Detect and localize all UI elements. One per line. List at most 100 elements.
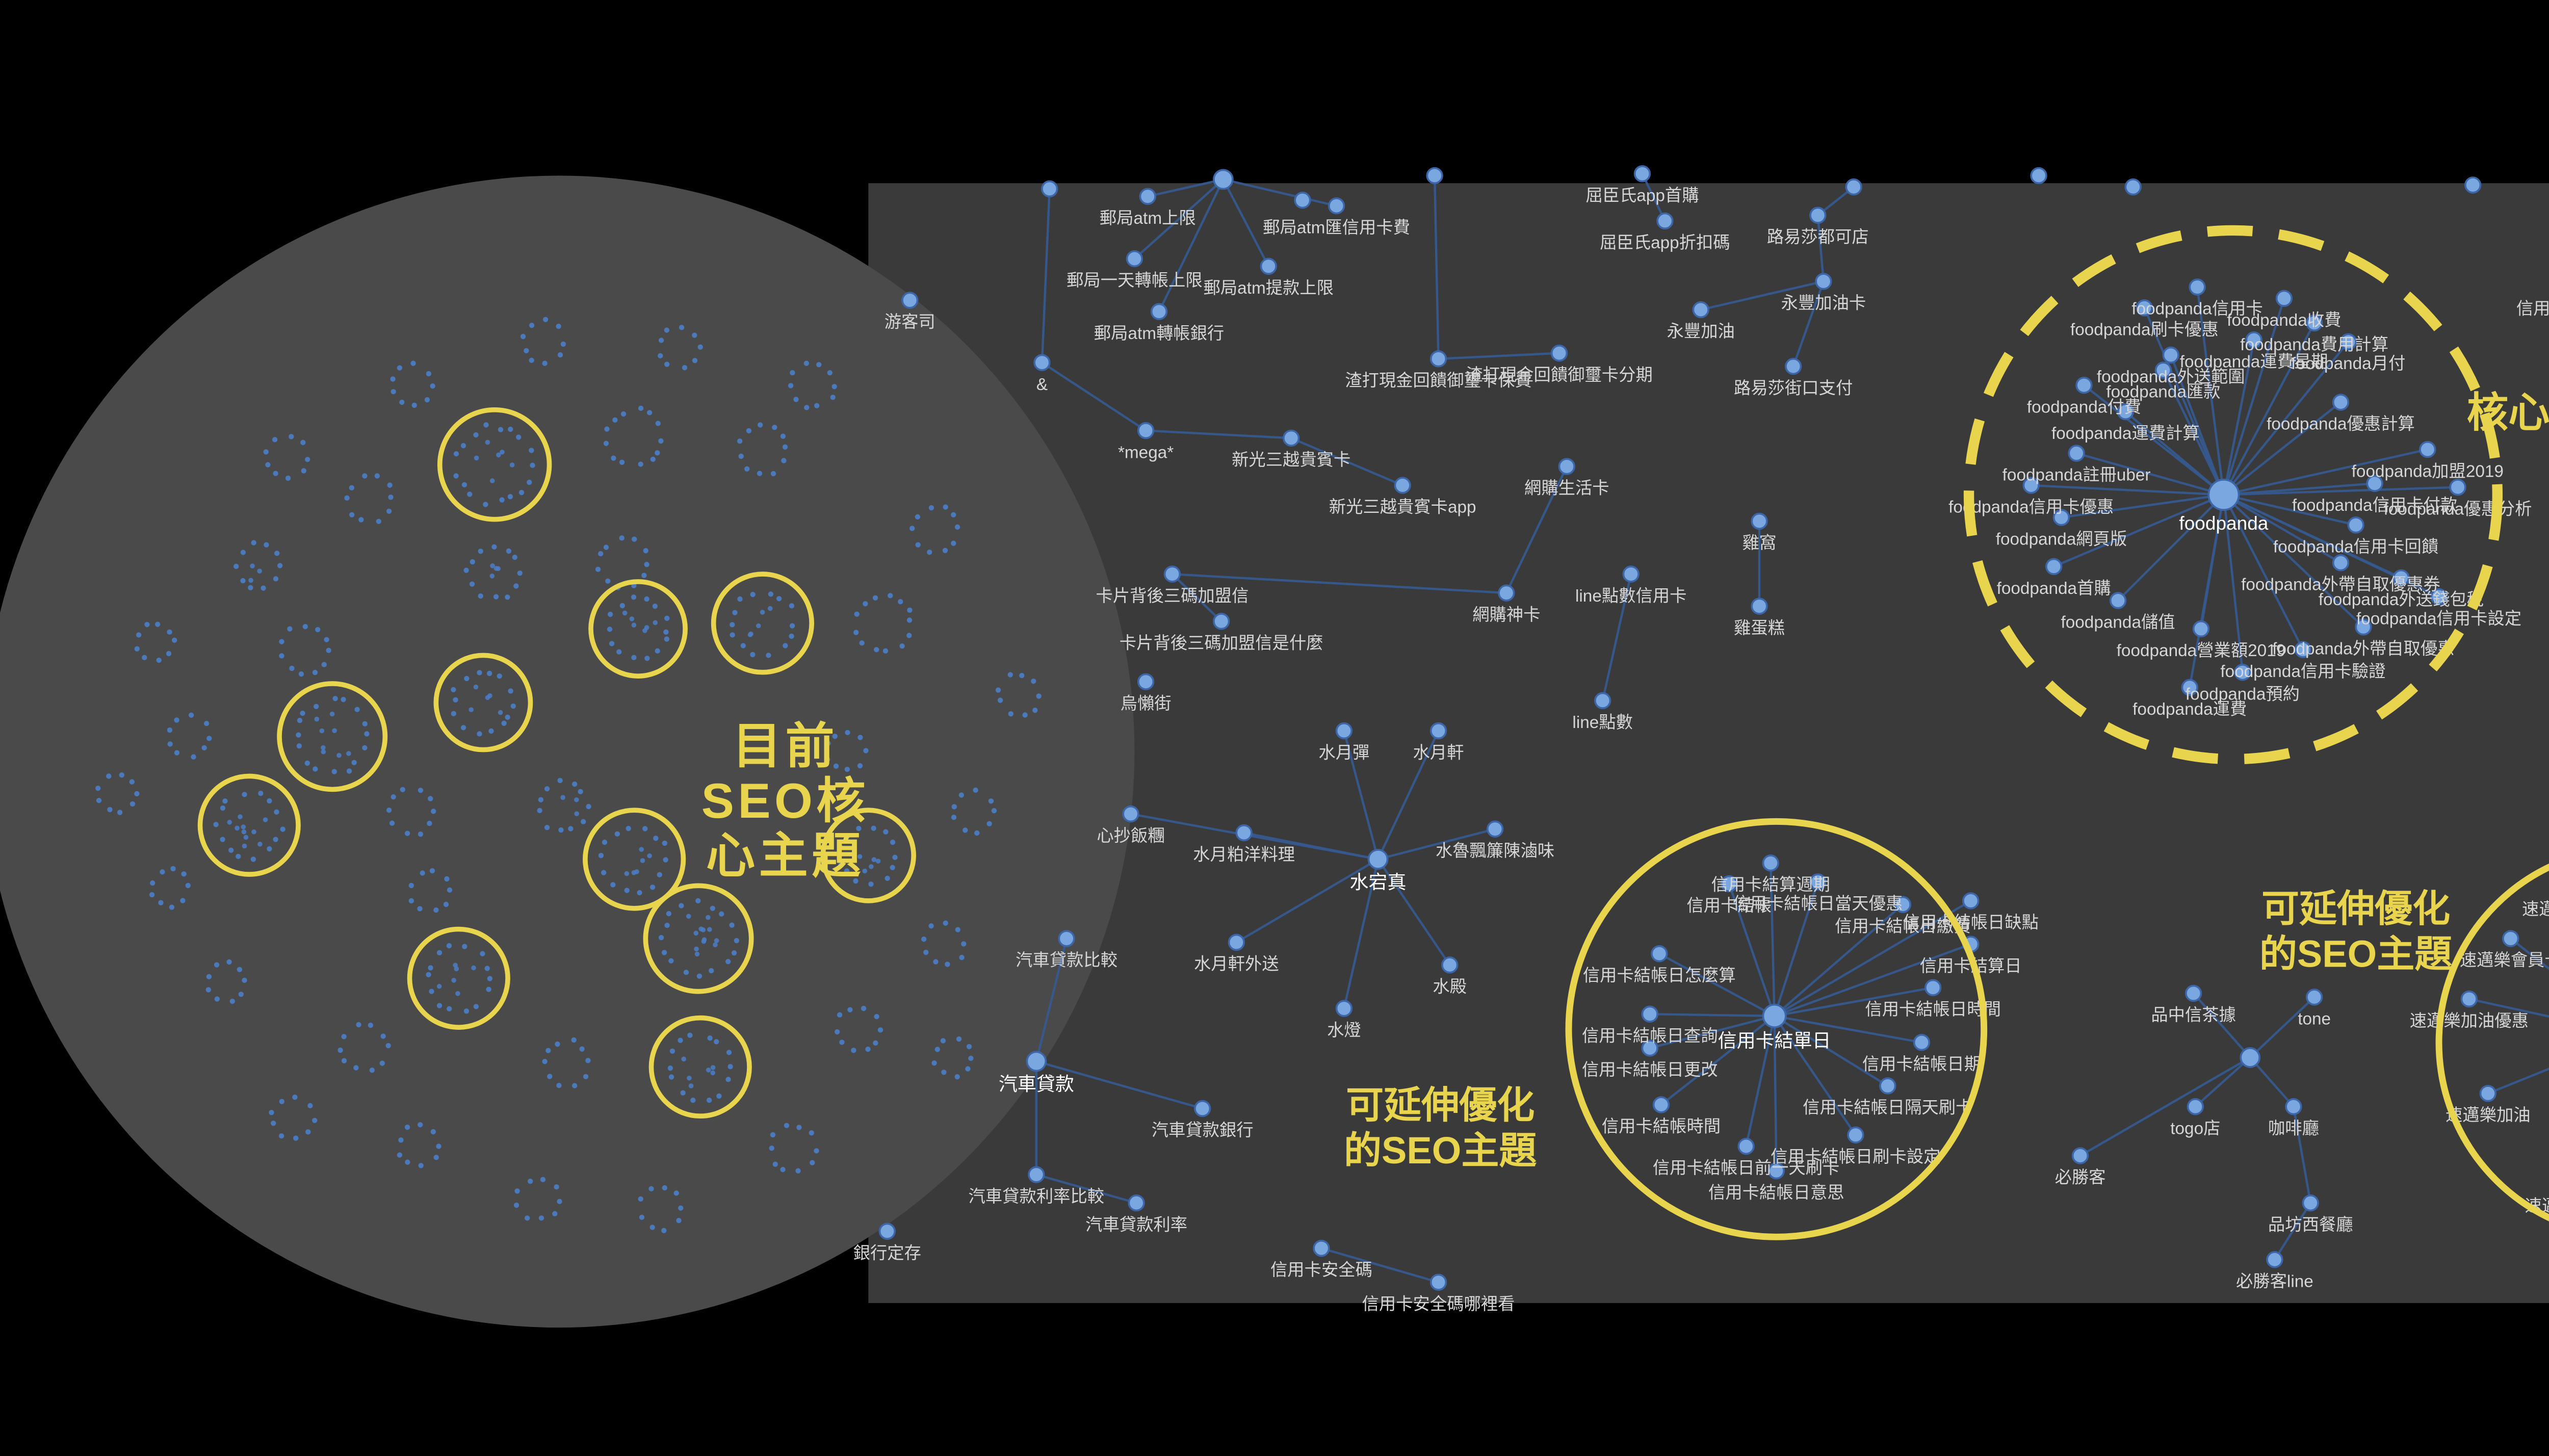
graph-node[interactable] — [1122, 805, 1139, 823]
graph-node[interactable] — [1313, 1239, 1330, 1257]
graph-node[interactable] — [1847, 1126, 1864, 1143]
graph-node[interactable] — [1213, 613, 1230, 630]
graph-node[interactable] — [1622, 565, 1640, 583]
graph-node[interactable] — [1394, 477, 1411, 494]
graph-node[interactable] — [2136, 299, 2153, 317]
graph-node[interactable] — [2234, 664, 2251, 681]
graph-node[interactable] — [1737, 1137, 1755, 1155]
graph-node[interactable] — [1845, 178, 1862, 196]
graph-node[interactable] — [1751, 597, 1768, 615]
graph-node[interactable] — [1367, 849, 1389, 870]
graph-node[interactable] — [2366, 475, 2383, 492]
graph-node[interactable] — [1767, 1162, 1785, 1180]
graph-node[interactable] — [2245, 331, 2262, 349]
graph-node[interactable] — [1762, 1003, 1787, 1028]
graph-node[interactable] — [901, 292, 919, 309]
graph-node[interactable] — [2460, 990, 2478, 1008]
graph-node[interactable] — [1651, 945, 1668, 963]
graph-node[interactable] — [1235, 824, 1253, 842]
graph-node[interactable] — [2187, 1098, 2204, 1115]
graph-node[interactable] — [1498, 584, 1515, 602]
graph-node[interactable] — [1656, 212, 1674, 230]
graph-node[interactable] — [2207, 479, 2240, 511]
graph-node[interactable] — [1751, 512, 1768, 530]
graph-node[interactable] — [2464, 176, 2482, 194]
graph-node[interactable] — [1294, 191, 1311, 209]
graph-node[interactable] — [878, 1223, 896, 1240]
graph-node[interactable] — [1426, 167, 1443, 185]
graph-node[interactable] — [2430, 588, 2448, 606]
graph-node[interactable] — [1558, 458, 1575, 475]
graph-node[interactable] — [1335, 1000, 1353, 1017]
graph-node[interactable] — [1328, 197, 1345, 215]
graph-node[interactable] — [1641, 1005, 1658, 1023]
graph-node[interactable] — [1228, 933, 1245, 951]
graph-node[interactable] — [1137, 422, 1155, 439]
graph-node[interactable] — [2294, 641, 2312, 658]
graph-node[interactable] — [2189, 278, 2206, 296]
graph-node[interactable] — [1550, 345, 1568, 362]
graph-node[interactable] — [2347, 516, 2364, 534]
graph-node[interactable] — [1335, 722, 1353, 740]
graph-node[interactable] — [1194, 1100, 1211, 1117]
graph-node[interactable] — [2045, 558, 2063, 575]
graph-node[interactable] — [2184, 984, 2202, 1002]
graph-node[interactable] — [2339, 333, 2357, 351]
graph-node[interactable] — [1041, 180, 1058, 198]
graph-node[interactable] — [1785, 357, 1802, 375]
graph-node[interactable] — [1213, 169, 1234, 190]
graph-node[interactable] — [1879, 1077, 1896, 1095]
graph-node[interactable] — [1429, 350, 1447, 368]
graph-node[interactable] — [1894, 896, 1912, 914]
graph-node[interactable] — [2332, 554, 2350, 571]
graph-node[interactable] — [2075, 377, 2093, 394]
graph-node[interactable] — [1641, 1039, 1658, 1057]
graph-node[interactable] — [1163, 565, 1181, 583]
graph-node[interactable] — [2052, 509, 2070, 526]
graph-node[interactable] — [1913, 1034, 1931, 1051]
graph-node[interactable] — [2154, 361, 2172, 379]
graph-node[interactable] — [1033, 354, 1051, 371]
graph-node[interactable] — [1139, 188, 1156, 205]
graph-node[interactable] — [2502, 930, 2519, 947]
graph-node[interactable] — [1429, 1273, 1447, 1291]
graph-node[interactable] — [2240, 1047, 2261, 1068]
graph-node[interactable] — [2305, 314, 2323, 332]
graph-node[interactable] — [1633, 165, 1651, 183]
graph-node[interactable] — [1260, 257, 1277, 275]
graph-node[interactable] — [2030, 167, 2047, 185]
graph-node[interactable] — [2305, 989, 2323, 1006]
graph-node[interactable] — [1441, 956, 1459, 974]
graph-node[interactable] — [1721, 875, 1738, 893]
graph-node[interactable] — [2285, 1098, 2302, 1115]
graph-node[interactable] — [2275, 290, 2293, 307]
graph-node[interactable] — [2124, 178, 2142, 196]
graph-node[interactable] — [2392, 569, 2410, 587]
graph-node[interactable] — [2162, 346, 2179, 364]
graph-node[interactable] — [1283, 429, 1300, 447]
graph-node[interactable] — [2449, 479, 2466, 496]
graph-node[interactable] — [1594, 692, 1611, 709]
graph-node[interactable] — [2355, 618, 2372, 636]
graph-node[interactable] — [1026, 1051, 1047, 1072]
graph-node[interactable] — [1692, 301, 1709, 319]
graph-node[interactable] — [2192, 620, 2210, 638]
graph-node[interactable] — [2181, 679, 2198, 696]
graph-node[interactable] — [2022, 477, 2040, 494]
graph-node[interactable] — [1126, 250, 1143, 268]
graph-node[interactable] — [1137, 673, 1155, 690]
graph-node[interactable] — [1128, 1194, 1145, 1212]
graph-node[interactable] — [2117, 403, 2135, 421]
graph-node[interactable] — [1652, 1096, 1670, 1113]
graph-node[interactable] — [1150, 303, 1168, 320]
graph-node[interactable] — [2068, 445, 2085, 462]
graph-node[interactable] — [2479, 1085, 2496, 1102]
graph-node[interactable] — [2419, 440, 2436, 458]
graph-node[interactable] — [2071, 1147, 2089, 1164]
graph-node[interactable] — [2332, 394, 2350, 411]
graph-node[interactable] — [2109, 592, 2127, 609]
graph-node[interactable] — [1486, 820, 1504, 838]
graph-node[interactable] — [1924, 979, 1942, 997]
graph-node[interactable] — [1429, 722, 1447, 740]
graph-node[interactable] — [2302, 1194, 2319, 1212]
